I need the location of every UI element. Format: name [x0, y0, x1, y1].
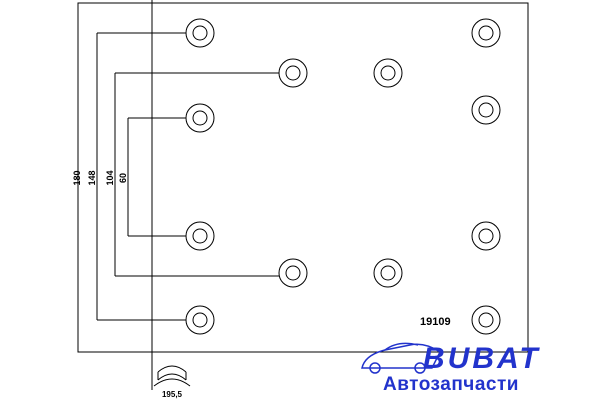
dimension-lines — [96, 32, 279, 321]
dim-180: 180 — [72, 170, 82, 185]
lining-outline — [77, 2, 529, 353]
dim-60: 60 — [118, 173, 128, 183]
dim-arc-radius: 195,5 — [162, 390, 183, 399]
hole — [471, 18, 501, 48]
hole — [185, 18, 215, 48]
dim-148: 148 — [87, 170, 97, 185]
watermark-subtitle: Автозапчасти — [383, 374, 519, 395]
hole — [373, 258, 403, 288]
watermark-brand: BUBAT — [423, 342, 541, 375]
hole — [471, 305, 501, 335]
holes — [185, 18, 501, 335]
part-number: 19109 — [420, 316, 451, 328]
hole — [185, 305, 215, 335]
hole — [471, 221, 501, 251]
car-logo-icon — [361, 342, 441, 374]
hole — [278, 258, 308, 288]
hole — [185, 103, 215, 133]
arc-symbol — [153, 365, 191, 387]
hole — [471, 95, 501, 125]
dim-104: 104 — [105, 170, 115, 185]
hole — [185, 221, 215, 251]
hole — [373, 58, 403, 88]
hole — [278, 58, 308, 88]
